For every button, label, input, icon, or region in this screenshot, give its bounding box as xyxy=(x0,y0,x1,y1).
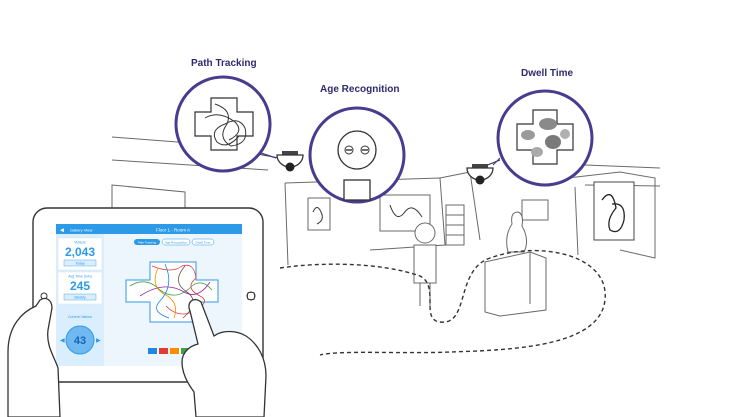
age-recognition-bubble xyxy=(308,106,406,204)
tab-age-recognition[interactable] xyxy=(161,238,191,246)
tab-path-tracking[interactable] xyxy=(134,239,160,245)
tab-age-recognition-label: Age Recognition xyxy=(165,240,187,244)
tab-dwell-time[interactable] xyxy=(191,238,215,246)
stat1-select[interactable] xyxy=(63,259,97,267)
stat1-label: Visitors xyxy=(74,241,86,245)
hands xyxy=(7,297,267,417)
back-label[interactable]: Gallery View xyxy=(70,228,92,233)
stat2-label: Avg Time (min) xyxy=(68,275,91,279)
chevron-left-icon[interactable]: ◀ xyxy=(60,338,65,344)
tab-path-tracking-label: Path Tracking xyxy=(138,240,157,244)
stat2-select[interactable] xyxy=(63,293,97,301)
dial-label: Current Visitors xyxy=(68,315,92,319)
camera-icon xyxy=(466,159,501,185)
tab-dwell-time-label: Dwell Time xyxy=(196,240,211,244)
age-recognition-label: Age Recognition xyxy=(320,84,400,95)
header-title: Floor 1 - Room A xyxy=(156,228,190,233)
chevron-right-icon[interactable]: ▶ xyxy=(96,338,101,344)
path-tracking-label: Path Tracking xyxy=(191,58,257,69)
visitor-dial xyxy=(65,325,95,355)
path-tracking-bubble xyxy=(174,75,272,173)
dwell-time-label: Dwell Time xyxy=(521,68,574,79)
dial-value: 43 xyxy=(74,335,86,347)
stat2-select-label: Weekly xyxy=(74,296,86,300)
stat1-select-label: Today xyxy=(75,262,85,266)
stat2-value: 245 xyxy=(70,279,90,293)
dwell-time-bubble xyxy=(496,89,594,187)
visitor-path xyxy=(279,249,606,356)
back-arrow-icon[interactable]: ◀ xyxy=(60,228,64,234)
stat1-value: 2,043 xyxy=(65,245,95,259)
